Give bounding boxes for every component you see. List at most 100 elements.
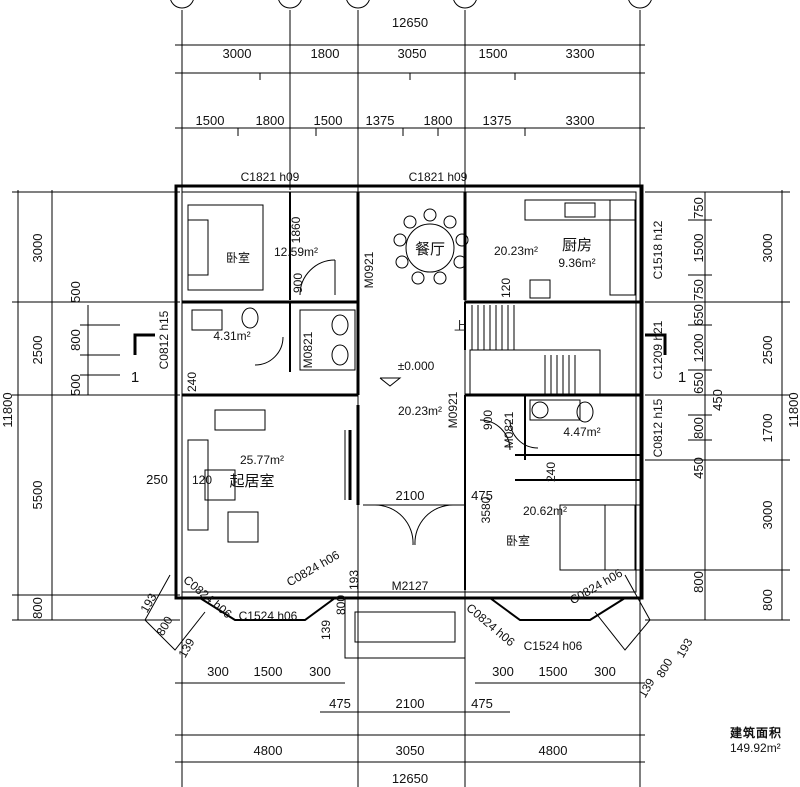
dim-240-right: 240 (544, 462, 558, 482)
dim-right-in-3: 650 (691, 304, 706, 326)
dim-top-r1-4: 3300 (566, 46, 595, 61)
dim-top-r2-1: 1800 (256, 113, 285, 128)
dim-3580: 3580 (479, 496, 493, 523)
bay-5: 139 (319, 620, 333, 640)
room-bath1-area: 4.31m² (213, 329, 250, 343)
dim-top-r1-1: 1800 (311, 46, 340, 61)
door-m0921-b: M0921 (446, 391, 460, 428)
dim-bot-r1-4: 1500 (539, 664, 568, 679)
dim-left-total: 11800 (0, 392, 15, 427)
dim-top-r1-2: 3050 (398, 46, 427, 61)
dim-right-in-8: 450 (691, 457, 706, 479)
bay-3: 193 (347, 570, 361, 590)
dim-top-r2-0: 1500 (196, 113, 225, 128)
dim-top-total: 12650 (392, 15, 428, 30)
dim-bot-r1-5: 300 (594, 664, 616, 679)
dim-right-in-2: 750 (691, 279, 706, 301)
dim-right-in-9: 800 (691, 571, 706, 593)
dim-right-total: 11800 (786, 392, 800, 427)
dim-left-0: 3000 (30, 234, 45, 263)
room-bed1-name: 卧室 (226, 250, 250, 265)
room-bath2-area: 4.47m² (563, 425, 600, 439)
door-m0921-a: M0921 (362, 251, 376, 288)
area-summary-value: 149.92m² (729, 741, 781, 755)
dim-top-r2-6: 3300 (566, 113, 595, 128)
bay-6: 139 (635, 676, 657, 701)
dim-left-2: 5500 (30, 481, 45, 510)
room-bed2-name: 卧室 (506, 533, 530, 548)
dim-left-inner-1: 800 (68, 329, 83, 351)
axis-bubble (346, 0, 370, 9)
section-marker-right: 1 (678, 369, 686, 386)
axis-bubble (278, 0, 302, 9)
door-m0821: M0821 (301, 331, 315, 368)
door-m2127: M2127 (392, 579, 429, 593)
dim-stair-475: 475 (471, 488, 493, 503)
window-c0812-right: C0812 h15 (651, 398, 665, 457)
window-c0824-3: C0824 h06 (464, 601, 518, 650)
dim-bot-r1-3: 300 (492, 664, 514, 679)
bay-4: 800 (334, 595, 348, 615)
room-dining-name: 餐厅 (415, 241, 445, 258)
dim-right-in-7: 800 (691, 417, 706, 439)
dim-right-in-5: 650 (691, 372, 706, 394)
room-kitchen-name: 厨房 (562, 237, 592, 254)
dim-bot-r3-0: 4800 (254, 743, 283, 758)
room-living-area: 25.77m² (240, 453, 284, 467)
dim-bot-r2-1: 2100 (396, 696, 425, 711)
door-1860: 1860 (289, 216, 303, 243)
dim-right-1: 2500 (760, 336, 775, 365)
door-m0821-b: M0821 (502, 411, 516, 448)
dim-bot-r1-2: 300 (309, 664, 331, 679)
dim-left-3: 800 (30, 597, 45, 619)
window-c0824-2: C0824 h06 (284, 548, 342, 590)
dim-left-inner-2: 500 (68, 374, 83, 396)
dim-right-0: 3000 (760, 234, 775, 263)
room-kitchen-area: 9.36m² (558, 256, 595, 270)
dim-bot-r2-2: 475 (471, 696, 493, 711)
dim-bot-r3-2: 4800 (539, 743, 568, 758)
dim-bot-r1-0: 300 (207, 664, 229, 679)
dim-right-4: 800 (760, 589, 775, 611)
dim-left-250: 250 (146, 472, 168, 487)
dim-top-r2-3: 1375 (366, 113, 395, 128)
window-c0812-left: C0812 h15 (157, 310, 171, 369)
room-bed1-area: 12.59m² (274, 245, 318, 259)
bay-0: 193 (137, 591, 159, 616)
room-dining-area: 20.23m² (494, 244, 538, 258)
axis-bubble (170, 0, 194, 9)
door-900: 900 (291, 273, 305, 293)
dim-240-left: 240 (185, 372, 199, 392)
window-c1524-left: C1524 h06 (239, 609, 298, 623)
room-living-name: 起居室 (229, 473, 274, 490)
dim-top-r2-5: 1375 (483, 113, 512, 128)
section-marker-left: 1 (131, 369, 139, 386)
dim-porch-2100: 2100 (396, 488, 425, 503)
dining-table (405, 223, 455, 273)
dim-left-1: 2500 (30, 336, 45, 365)
dim-bot-r1-1: 1500 (254, 664, 283, 679)
dim-right-2: 1700 (760, 414, 775, 443)
dim-top-r2-4: 1800 (424, 113, 453, 128)
dim-bot-r3-1: 3050 (396, 743, 425, 758)
dim-right-in-6: 450 (710, 389, 725, 411)
dim-top-r1-3: 1500 (479, 46, 508, 61)
axis-bubble (628, 0, 652, 9)
window-c0824-4: C0824 h06 (567, 566, 625, 608)
dim-right-in-1: 1500 (691, 234, 706, 263)
door-900-b: 900 (481, 410, 495, 430)
dim-left-inner-0: 500 (68, 281, 83, 303)
dim-top-r2-2: 1500 (314, 113, 343, 128)
window-c1518: C1518 h12 (651, 220, 665, 279)
window-c1524-right: C1524 h06 (524, 639, 583, 653)
room-bed2-area: 20.62m² (523, 504, 567, 518)
bay-8: 193 (673, 636, 695, 661)
bay-7: 800 (653, 656, 675, 681)
axis-bubble (453, 0, 477, 9)
bay-2: 139 (175, 636, 197, 661)
dim-top-r1-0: 3000 (223, 46, 252, 61)
bay-1: 800 (153, 614, 175, 639)
window-c1821-b: C1821 h09 (409, 170, 468, 184)
area-summary: 建筑面积 149.92m² (730, 724, 782, 755)
